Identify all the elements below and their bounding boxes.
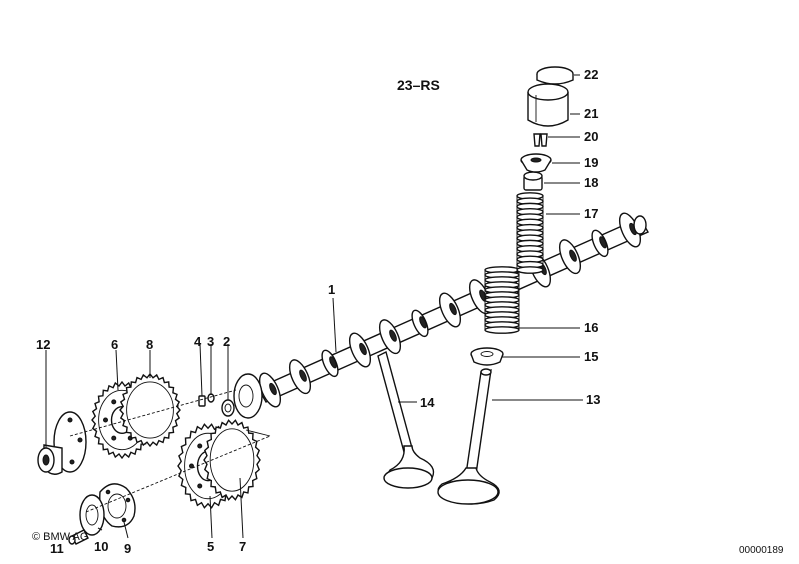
callout-2: 2 xyxy=(223,334,230,349)
callout-13: 13 xyxy=(586,392,600,407)
spacer-ring xyxy=(221,399,235,417)
callout-6: 6 xyxy=(111,337,118,352)
assembly-lines xyxy=(69,389,271,513)
callout-4: 4 xyxy=(194,334,202,349)
woodruff-key xyxy=(207,393,215,403)
spring-retainer xyxy=(520,153,552,173)
callout-5: 5 xyxy=(207,539,214,554)
lock-plate xyxy=(99,483,136,528)
stem-seal xyxy=(523,171,543,191)
valve-keepers xyxy=(533,133,548,147)
callout-7: 7 xyxy=(239,539,246,554)
diagram-title: 23–RS xyxy=(397,77,440,93)
callout-17: 17 xyxy=(584,206,598,221)
callout-1: 1 xyxy=(328,282,335,297)
adjusting-shim xyxy=(536,66,574,85)
callout-22: 22 xyxy=(584,67,598,82)
dowel-pin xyxy=(198,395,206,407)
callout-10: 10 xyxy=(94,539,108,554)
callout-21: 21 xyxy=(584,106,598,121)
hex-bolt xyxy=(68,529,89,545)
copyright: © BMW AG xyxy=(32,531,88,543)
callout-8: 8 xyxy=(146,337,153,352)
callout-15: 15 xyxy=(584,349,598,364)
reference-number: 00000189 xyxy=(739,545,784,556)
valve-spring-outer xyxy=(484,266,520,334)
callout-12: 12 xyxy=(36,337,50,352)
leader-lines xyxy=(45,74,583,539)
camshaft xyxy=(233,212,649,419)
valve-intake xyxy=(377,350,435,489)
callout-18: 18 xyxy=(584,175,598,190)
camshaft-hub xyxy=(37,411,87,475)
callout-14: 14 xyxy=(420,395,435,410)
lock-washer xyxy=(79,494,105,536)
callout-9: 9 xyxy=(124,541,131,556)
callout-20: 20 xyxy=(584,129,598,144)
callout-16: 16 xyxy=(584,320,598,335)
callout-3: 3 xyxy=(207,334,214,349)
callouts: 1 2 3 4 5 6 7 8 9 10 11 12 13 14 15 16 1… xyxy=(36,67,600,556)
sprocket-lower-rear xyxy=(203,419,261,501)
valve-exhaust xyxy=(437,368,500,505)
bucket-tappet xyxy=(527,83,569,127)
callout-19: 19 xyxy=(584,155,598,170)
valve-spring-inner xyxy=(516,192,544,274)
spring-seat xyxy=(470,347,504,366)
sprocket-upper-rear xyxy=(119,372,181,448)
callout-11: 11 xyxy=(50,541,64,556)
